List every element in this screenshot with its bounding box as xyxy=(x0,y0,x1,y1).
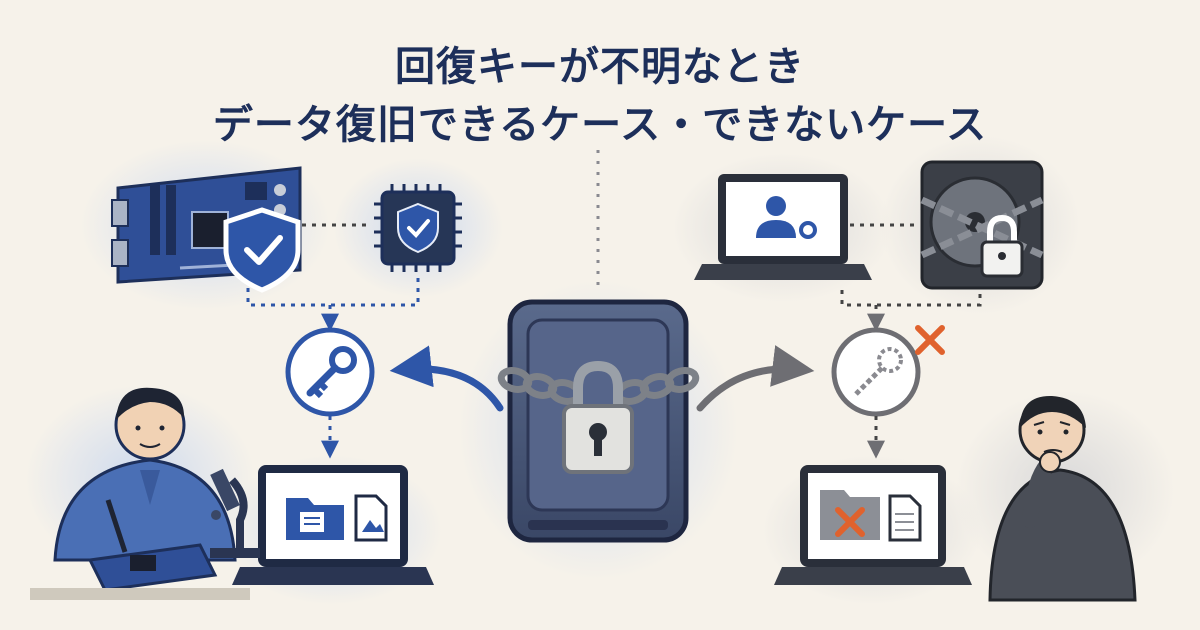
microscope-icon xyxy=(210,468,260,558)
title-line-1: 回復キーが不明なとき xyxy=(395,44,805,90)
laptop-crossed-folder-icon xyxy=(762,455,982,605)
laptop-user-icon xyxy=(672,153,892,303)
arrow-to-failure xyxy=(696,345,815,412)
technician-icon xyxy=(25,385,255,600)
cross-icon-key xyxy=(915,325,945,355)
padlock-icon xyxy=(562,360,634,474)
chain-icon xyxy=(497,367,700,405)
key-icon xyxy=(285,327,375,417)
shield-check-icon xyxy=(223,207,301,293)
worried-person-icon xyxy=(955,390,1175,602)
chained-hard-disk-icon xyxy=(880,135,1080,315)
chip-shield-icon xyxy=(333,158,503,298)
title-line-2: データ復旧できるケース・できないケース xyxy=(212,102,988,148)
missing-key-icon xyxy=(831,327,921,417)
laptop-files-icon xyxy=(222,455,442,605)
arrow-to-success xyxy=(389,345,504,412)
